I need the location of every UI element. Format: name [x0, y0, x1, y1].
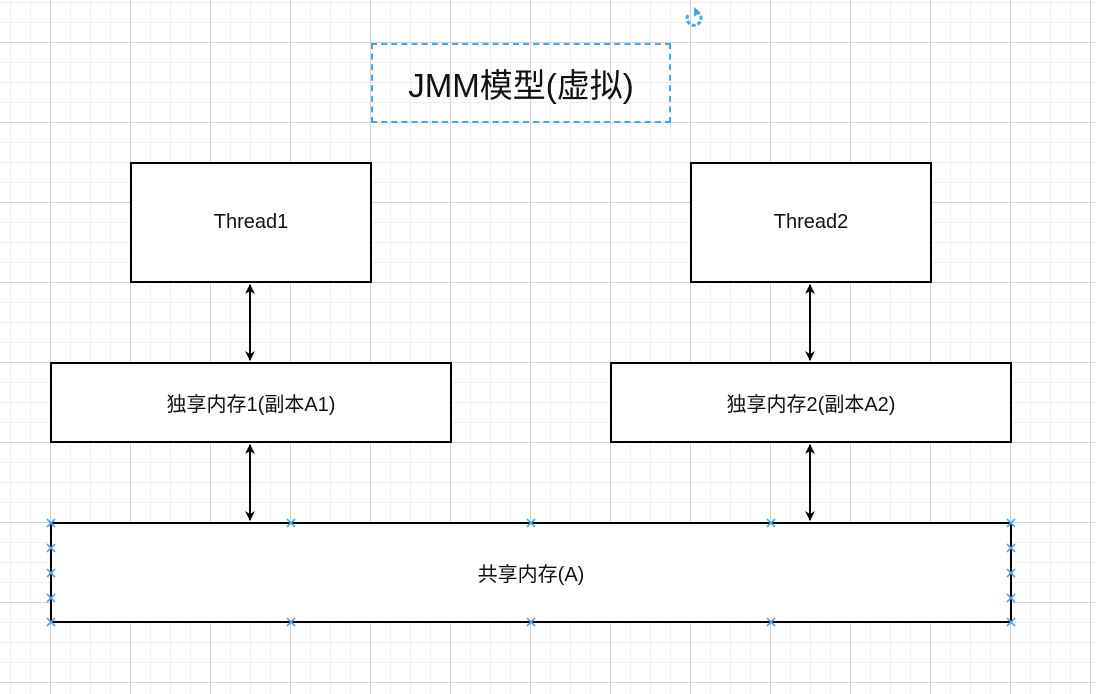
connection-point-icon[interactable] [766, 518, 776, 528]
connection-point-icon[interactable] [286, 617, 296, 627]
rotate-icon[interactable] [685, 7, 703, 27]
connection-point-icon[interactable] [46, 543, 56, 553]
connection-point-icon[interactable] [766, 617, 776, 627]
thread1-label: Thread1 [213, 211, 289, 233]
thread2-node[interactable]: Thread2 [690, 162, 932, 283]
connection-point-icon[interactable] [1006, 568, 1016, 578]
local-memory1-node[interactable]: 独享内存1(副本A1) [50, 362, 452, 443]
connection-point-icon[interactable] [46, 617, 56, 627]
connection-point-icon[interactable] [46, 593, 56, 603]
connection-point-icon[interactable] [1006, 593, 1016, 603]
local-memory2-node[interactable]: 独享内存2(副本A2) [610, 362, 1012, 443]
local-memory1-label: 独享内存1(副本A1) [166, 394, 336, 416]
connection-point-icon[interactable] [46, 518, 56, 528]
diagram-title[interactable]: JMM模型(虚拟) [371, 43, 671, 123]
connection-point-icon[interactable] [286, 518, 296, 528]
thread1-node[interactable]: Thread1 [130, 162, 372, 283]
connection-point-icon[interactable] [526, 617, 536, 627]
local-memory2-label: 独享内存2(副本A2) [726, 394, 896, 416]
thread2-label: Thread2 [773, 211, 849, 233]
connection-point-icon[interactable] [1006, 617, 1016, 627]
connection-point-icon[interactable] [46, 568, 56, 578]
shared-memory-label: 共享内存(A) [477, 564, 585, 586]
connection-point-icon[interactable] [526, 518, 536, 528]
connection-point-icon[interactable] [1006, 518, 1016, 528]
connection-point-icon[interactable] [1006, 543, 1016, 553]
